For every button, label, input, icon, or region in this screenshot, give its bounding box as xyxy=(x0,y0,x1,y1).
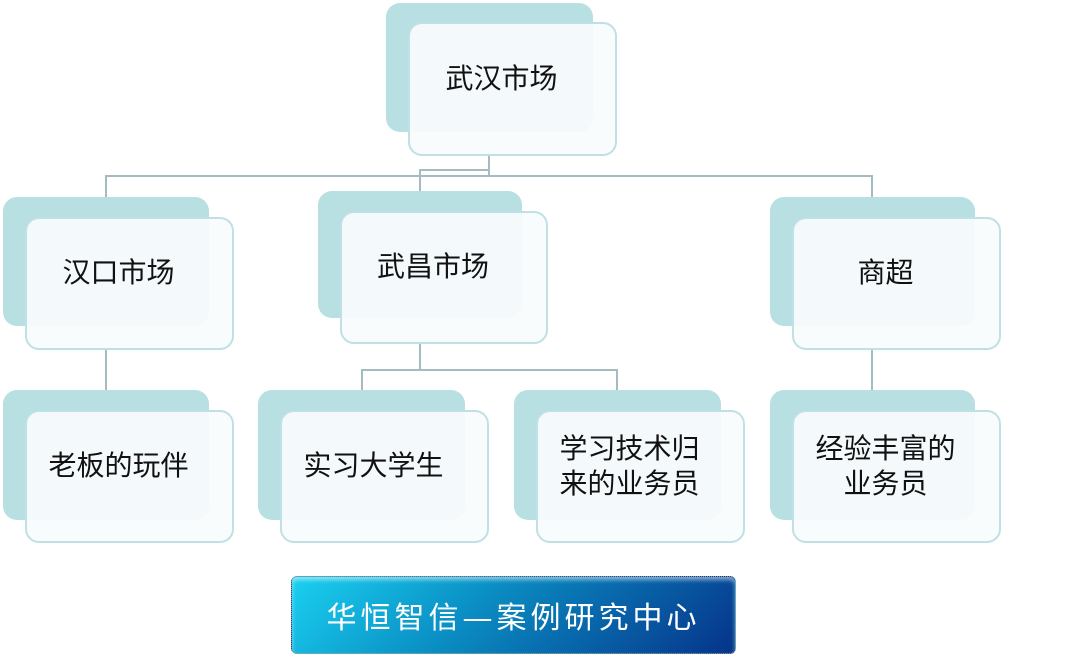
connector xyxy=(488,156,490,176)
connector xyxy=(361,369,618,371)
connector xyxy=(871,175,873,197)
node-boss-companion: 老板的玩伴 xyxy=(25,410,234,543)
node-label: 经验丰富的 业务员 xyxy=(815,431,956,500)
connector xyxy=(419,169,421,191)
banner: 华恒智信—案例研究中心 xyxy=(291,576,736,654)
node-intern: 实习大学生 xyxy=(280,410,489,543)
node-label: 武昌市场 xyxy=(376,250,489,283)
connector xyxy=(105,350,107,390)
connector xyxy=(419,169,489,171)
node-label: 武汉市场 xyxy=(445,61,558,95)
connector xyxy=(616,369,618,390)
node-hankou: 汉口市场 xyxy=(25,217,234,350)
banner-label: 华恒智信—案例研究中心 xyxy=(326,601,701,636)
node-label: 汉口市场 xyxy=(62,256,175,289)
node-shangchao: 商超 xyxy=(792,217,1001,350)
node-returned-salesman: 学习技术归 来的业务员 xyxy=(536,410,745,543)
connector xyxy=(105,175,107,197)
node-label: 学习技术归 来的业务员 xyxy=(559,431,700,500)
node-label: 实习大学生 xyxy=(303,449,444,482)
connector xyxy=(419,344,421,370)
node-label: 老板的玩伴 xyxy=(48,449,189,482)
connector xyxy=(106,175,873,177)
node-experienced-salesman: 经验丰富的 业务员 xyxy=(792,410,1001,543)
node-root: 武汉市场 xyxy=(408,22,617,156)
connector xyxy=(871,350,873,390)
node-label: 商超 xyxy=(857,256,914,289)
node-wuchang: 武昌市场 xyxy=(340,211,548,344)
connector xyxy=(361,369,363,390)
